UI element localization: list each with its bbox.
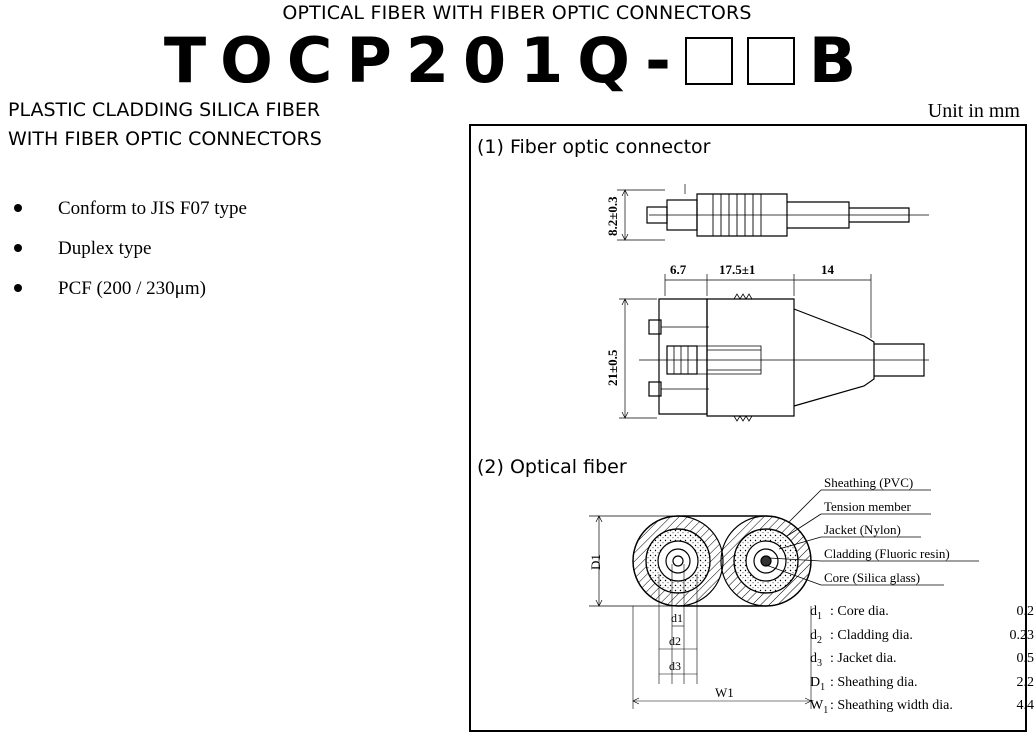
document-supertitle: OPTICAL FIBER WITH FIBER OPTIC CONNECTOR… [282, 2, 752, 24]
feature-item: Duplex type [10, 238, 247, 278]
label-core: Core (Silica glass) [824, 570, 920, 585]
legend-value: 0.5 [1016, 651, 1034, 666]
placeholder-box-2 [746, 37, 795, 85]
placeholder-box-1 [684, 37, 733, 85]
legend-value: 4.4 [1016, 698, 1034, 713]
dim-d2: d2 [669, 634, 681, 648]
legend-symbol: d2 [810, 627, 822, 646]
dim-side-height: 8.2±0.3 [605, 196, 620, 236]
feature-item: PCF (200 / 230μm) [10, 278, 247, 318]
legend-row: d2 : Cladding dia. 0.23 [810, 628, 1034, 652]
dim-d1: d1 [671, 611, 683, 625]
label-cladding: Cladding (Fluoric resin) [824, 546, 950, 561]
legend-symbol: d3 [810, 651, 822, 669]
bullet-icon [14, 284, 22, 292]
label-tension-member: Tension member [824, 499, 911, 514]
connector-top-view: 6.7 17.5±1 14 21±0.5 [605, 262, 929, 422]
legend-symbol: d1 [810, 604, 822, 622]
connector-side-view: 8.2±0.3 [605, 184, 929, 241]
legend-description: : Sheathing dia. [830, 674, 918, 690]
feature-text: PCF (200 / 230μm) [58, 278, 206, 299]
legend-description: : Sheathing width dia. [830, 698, 953, 713]
connector-section-title: (1) Fiber optic connector [477, 136, 711, 158]
legend-value: 0.2 [1016, 604, 1034, 619]
legend-symbol: D1 [810, 674, 826, 693]
dim-d3: d3 [669, 659, 681, 673]
fiber-dimension-legend: d1 : Core dia. 0.2 d2 : Cladding dia. 0.23 d… [810, 604, 1034, 722]
drawing-panel: (1) Fiber optic connector (2) Optical fi… [469, 124, 1027, 732]
product-subtitle: PLASTIC CLADDING SILICA FIBER WITH FIBER… [8, 96, 322, 154]
dim-connector-b: 17.5±1 [719, 262, 755, 277]
fiber-cross-section [589, 489, 979, 709]
subtitle-line-1: PLASTIC CLADDING SILICA FIBER [8, 99, 321, 121]
dim-W1: W1 [715, 685, 734, 700]
legend-value: 2.2 [1016, 674, 1034, 690]
label-jacket: Jacket (Nylon) [824, 522, 901, 537]
legend-symbol: W1 [810, 698, 829, 716]
dim-connector-c: 14 [821, 262, 835, 277]
fiber-section-title: (2) Optical fiber [477, 456, 627, 478]
feature-item: Conform to JIS F07 type [10, 198, 247, 238]
legend-row: D1: Sheathing dia. 2.2 [810, 675, 1034, 699]
feature-text: Duplex type [58, 238, 152, 259]
legend-row: d1 : Core dia. 0.2 [810, 604, 1034, 628]
dim-top-height: 21±0.5 [605, 349, 620, 386]
legend-value: 0.23 [1009, 627, 1034, 643]
dim-D1: D1 [588, 554, 603, 570]
dim-connector-a: 6.7 [670, 262, 687, 277]
feature-list: Conform to JIS F07 type Duplex type PCF … [10, 198, 247, 318]
title-suffix: B [808, 24, 871, 97]
legend-description: : Jacket dia. [830, 651, 897, 666]
part-number-title: TOCP201Q- B [0, 26, 1034, 96]
unit-label: Unit in mm [927, 100, 1020, 122]
title-prefix: TOCP201Q- [163, 24, 685, 97]
legend-description: : Core dia. [830, 604, 889, 619]
bullet-icon [14, 244, 22, 252]
label-sheathing: Sheathing (PVC) [824, 475, 913, 490]
legend-row: d3 : Jacket dia. 0.5 [810, 651, 1034, 675]
subtitle-line-2: WITH FIBER OPTIC CONNECTORS [8, 128, 322, 150]
technical-drawing: 8.2±0.3 6. [588, 184, 979, 709]
bullet-icon [14, 204, 22, 212]
legend-row: W1: Sheathing width dia. 4.4 [810, 698, 1034, 722]
legend-description: : Cladding dia. [830, 627, 913, 643]
feature-text: Conform to JIS F07 type [58, 198, 247, 219]
